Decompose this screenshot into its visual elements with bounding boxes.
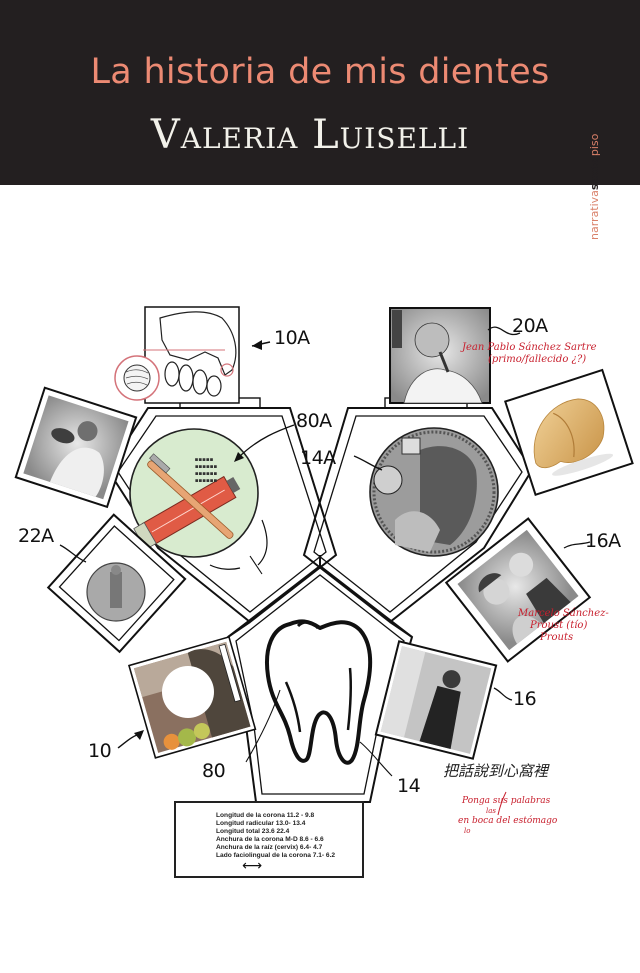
annotation-note-line1: Ponga sus palabras bbox=[462, 796, 551, 806]
tooth-spec-box: Longitud de la corona 11.2 - 9.8 Longitu… bbox=[174, 801, 364, 878]
annotation-20A: Jean Pablo Sánchez Sartre (primo/falleci… bbox=[462, 342, 597, 366]
annotation-20A-line1: Jean Pablo Sánchez Sartre bbox=[462, 342, 597, 353]
cover-header: La historia de mis dientes Valeria Luise… bbox=[0, 0, 640, 185]
annotation-note-line3: en boca del estómago bbox=[458, 816, 558, 826]
annotation-20A-line2: (primo/fallecido ¿?) bbox=[488, 354, 587, 365]
spec-line: Lado faciolingual de la corona 7.1- 6.2 bbox=[216, 851, 336, 859]
label-14: 14 bbox=[397, 775, 421, 797]
publisher-part-3: piso bbox=[588, 133, 601, 157]
panel-16A-children bbox=[444, 517, 592, 663]
leader-16 bbox=[493, 687, 513, 701]
annotation-16A: Marcelo Sánchez- Proust (tío) Prouts bbox=[518, 608, 609, 644]
label-20A: 20A bbox=[512, 315, 548, 337]
annotation-16A-line1: Marcelo Sánchez- bbox=[518, 608, 609, 619]
panel-16-man-photo bbox=[374, 640, 498, 760]
photo-fortune-cookie bbox=[503, 368, 634, 497]
photo-child-with-dog bbox=[14, 386, 138, 509]
label-80: 80 bbox=[202, 760, 226, 782]
panel-80A-toothbrush-circle: ▪▪▪▪▪ ▪▪▪▪▪▪ ▪▪▪▪▪▪ ▪▪▪▪▪▪ bbox=[129, 424, 295, 575]
spec-line: Longitud radicular 13.0- 13.4 bbox=[216, 819, 306, 827]
annotation-arrow bbox=[497, 791, 507, 816]
label-16A: 16A bbox=[585, 530, 621, 552]
annotation-note: Ponga sus palabras las en boca del estóm… bbox=[458, 796, 557, 836]
book-title: La historia de mis dientes bbox=[90, 52, 550, 92]
svg-text:▪▪▪▪▪: ▪▪▪▪▪ bbox=[195, 457, 214, 463]
annotation-note-line4: lo bbox=[464, 827, 471, 835]
annotation-16A-line2: Proust (tío) bbox=[530, 620, 588, 631]
panel-20A-portrait bbox=[389, 307, 521, 404]
spec-line: Longitud total 23.6 22.4 bbox=[216, 827, 290, 835]
spec-line: Longitud de la corona 11.2 - 9.8 bbox=[216, 812, 315, 819]
double-arrow-icon: ⟷ bbox=[242, 858, 263, 874]
annotation-note-line2: las bbox=[486, 807, 497, 815]
leader-16A bbox=[563, 541, 591, 549]
label-10: 10 bbox=[88, 740, 112, 762]
annotation-16A-line3: Prouts bbox=[540, 632, 574, 643]
spec-line: Anchura de la corona M-D 8.6 - 6.6 bbox=[216, 835, 324, 843]
svg-text:▪▪▪▪▪▪: ▪▪▪▪▪▪ bbox=[195, 478, 218, 484]
spec-line: Anchura de la raíz (cervix) 6.4- 4.7 bbox=[216, 843, 323, 851]
label-80A: 80A bbox=[296, 410, 332, 432]
panel-10A-hand bbox=[114, 306, 271, 404]
svg-text:▪▪▪▪▪▪: ▪▪▪▪▪▪ bbox=[195, 471, 218, 477]
svg-text:▪▪▪▪▪▪: ▪▪▪▪▪▪ bbox=[195, 464, 218, 470]
label-22A: 22A bbox=[18, 525, 54, 547]
face-obscured-circle bbox=[162, 666, 214, 718]
chinese-caption: 把話說到心窩裡 bbox=[443, 762, 549, 780]
label-16: 16 bbox=[513, 688, 537, 710]
patent-diagram: ▪▪▪▪▪ ▪▪▪▪▪▪ ▪▪▪▪▪▪ ▪▪▪▪▪▪ bbox=[14, 306, 634, 816]
tooth-drawing bbox=[245, 619, 393, 777]
panel-14A-engraving-circle bbox=[353, 427, 499, 557]
label-14A: 14A bbox=[300, 447, 336, 469]
book-author: Valeria Luiselli bbox=[150, 112, 470, 158]
label-10A: 10A bbox=[274, 327, 310, 349]
statue-medallion bbox=[59, 544, 146, 622]
